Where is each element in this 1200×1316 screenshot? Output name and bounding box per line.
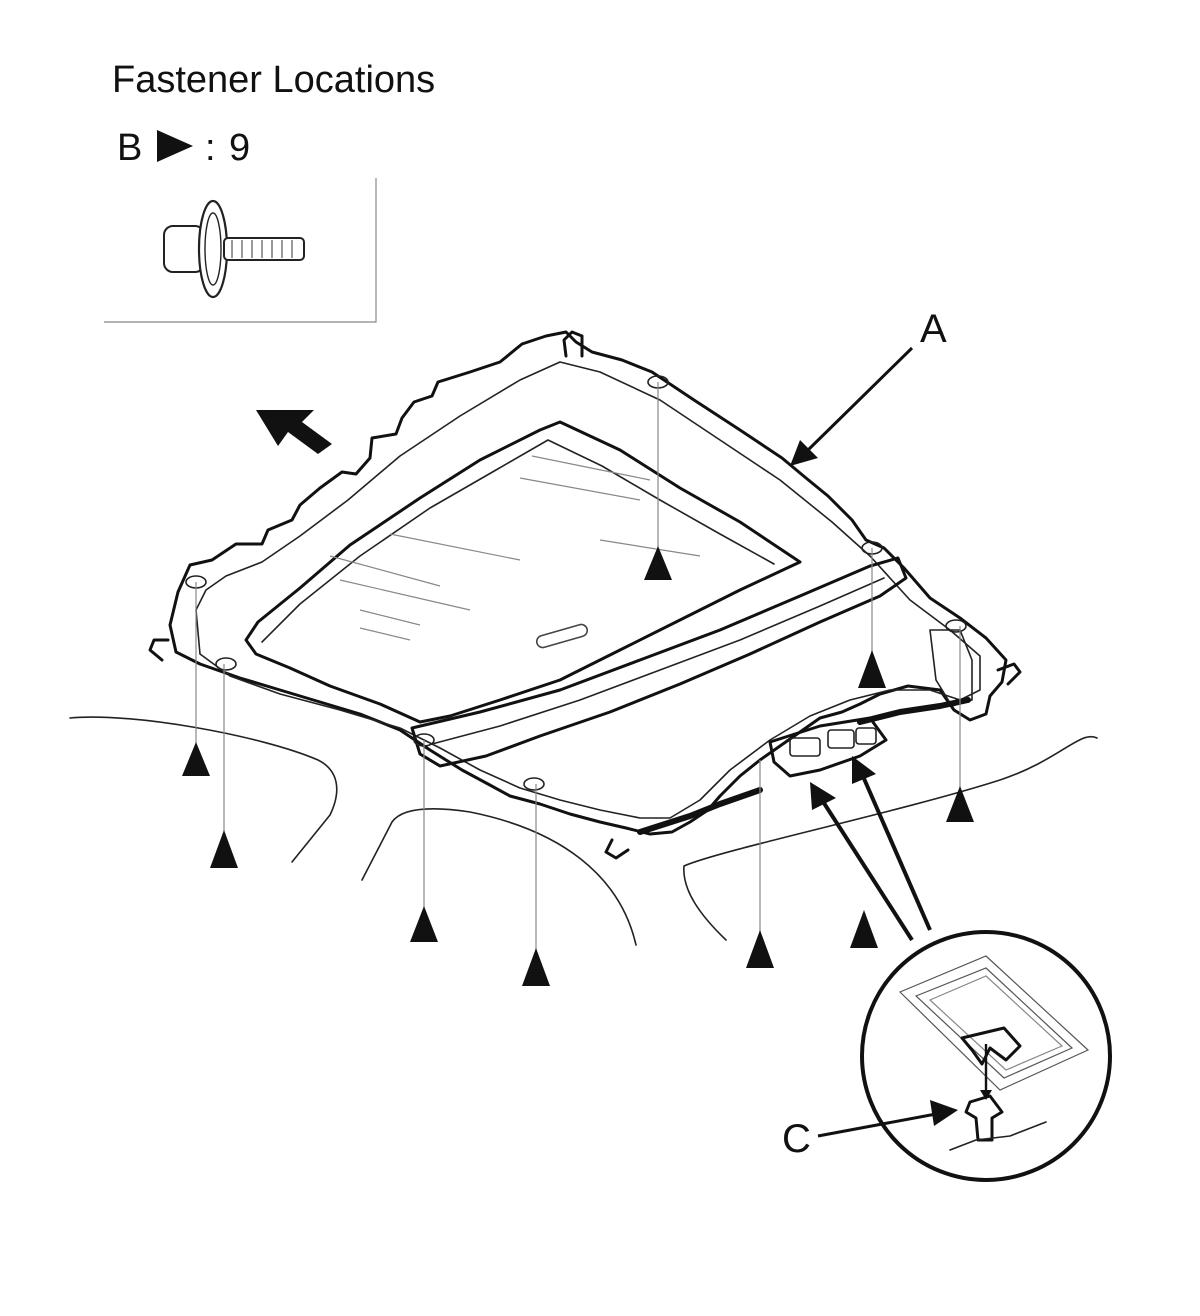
label-a: A bbox=[920, 307, 947, 351]
triangle-marker-icon bbox=[522, 948, 550, 986]
triangle-marker-icon bbox=[644, 546, 672, 580]
triangle-marker-icon bbox=[946, 786, 974, 822]
triangle-marker-icon bbox=[157, 130, 193, 162]
triangle-marker-icon bbox=[182, 742, 210, 776]
flange-bolt-icon bbox=[104, 178, 377, 323]
triangle-marker-icon bbox=[210, 830, 238, 868]
triangle-marker-icon bbox=[850, 910, 878, 948]
clip-detail-view bbox=[860, 930, 1112, 1182]
callout-c: C bbox=[782, 1100, 958, 1161]
legend-letter: B bbox=[117, 127, 142, 169]
fastener-legend: B : 9 bbox=[117, 127, 250, 169]
diagram-title: Fastener Locations bbox=[112, 59, 435, 101]
callout-a: A bbox=[790, 307, 947, 466]
vehicle-body-lines bbox=[69, 716, 1098, 946]
fastener-guide-lines bbox=[195, 382, 961, 950]
triangle-marker-icon bbox=[746, 930, 774, 968]
front-direction-arrow-icon bbox=[256, 410, 332, 454]
fastener-markers bbox=[182, 546, 974, 986]
label-c: C bbox=[782, 1117, 811, 1161]
legend-separator: : bbox=[205, 127, 216, 169]
legend-count: 9 bbox=[229, 127, 250, 169]
detail-leader-lines bbox=[810, 756, 932, 942]
triangle-marker-icon bbox=[858, 650, 886, 688]
triangle-marker-icon bbox=[410, 906, 438, 942]
sunroof-motor bbox=[637, 697, 971, 835]
